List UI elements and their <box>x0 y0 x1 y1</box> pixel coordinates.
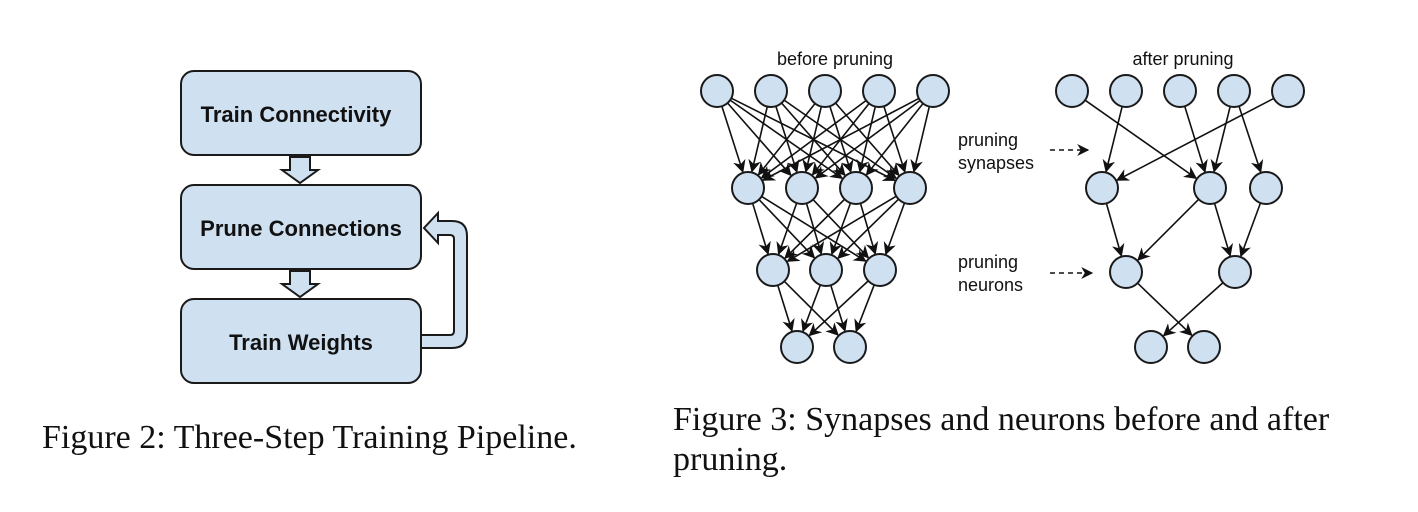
after-pruning-label: after pruning <box>1132 49 1233 69</box>
before-neuron-l1-2 <box>754 74 788 108</box>
step-train-connectivity-label: Train Connectivity <box>201 102 392 127</box>
before-neuron-l1-4 <box>862 74 896 108</box>
after-neuron-l1-5 <box>1271 74 1305 108</box>
pruning-synapses-text-1: pruning <box>958 130 1018 150</box>
after-neuron-l3-2 <box>1218 255 1252 289</box>
before-neuron-l1-5 <box>916 74 950 108</box>
before-synapse-l2-2-to-1 <box>776 202 798 256</box>
before-synapse-l1-1-to-1 <box>721 105 746 174</box>
before-neuron-l4-2 <box>833 330 867 364</box>
after-neuron-l1-4 <box>1217 74 1251 108</box>
before-neuron-l3-2 <box>809 253 843 287</box>
after-synapse-l2-2-to-1 <box>1137 198 1200 261</box>
before-synapse-l2-1-to-1 <box>751 203 771 255</box>
after-neuron-l1-1 <box>1055 74 1089 108</box>
after-synapse-l1-4-to-3 <box>1238 105 1264 174</box>
before-synapse-l3-1-to-1 <box>776 285 795 332</box>
after-synapse-l1-1-to-2 <box>1084 99 1198 179</box>
after-neuron-l2-1 <box>1085 171 1119 205</box>
before-synapse-l1-5-to-4 <box>910 106 931 173</box>
after-neuron-l4-1 <box>1134 330 1168 364</box>
flow-arrow-2 <box>278 270 322 299</box>
pruning-neurons-text-1: pruning <box>958 252 1018 272</box>
after-synapse-l3-1-to-2 <box>1136 282 1193 337</box>
step-prune-connections-box <box>180 184 422 270</box>
before-synapse-l1-3-to-1 <box>757 103 816 176</box>
step-train-weights-label: Train Weights <box>229 330 373 355</box>
before-synapse-l2-4-to-3 <box>883 202 906 256</box>
after-synapse-l2-1-to-1 <box>1105 203 1125 257</box>
before-synapse-l3-3-to-2 <box>854 284 875 333</box>
before-neuron-l2-2 <box>785 171 819 205</box>
before-neuron-l2-4 <box>893 171 927 205</box>
before-neuron-l1-1 <box>700 74 734 108</box>
after-synapse-l2-2-to-2 <box>1213 203 1233 257</box>
before-synapse-l1-5-to-2 <box>814 99 921 179</box>
after-synapse-l2-3-to-2 <box>1238 202 1262 258</box>
pruning-neurons-text-2: neurons <box>958 275 1023 295</box>
before-synapse-l1-4-to-1 <box>760 99 867 179</box>
before-neuron-l2-1 <box>731 171 765 205</box>
before-synapse-l2-1-to-2 <box>758 199 816 259</box>
before-synapse-l2-4-to-2 <box>837 198 900 260</box>
step-prune-connections-label: Prune Connections <box>200 216 402 241</box>
before-neuron-l2-3 <box>839 171 873 205</box>
after-synapse-l3-2-to-1 <box>1162 282 1224 337</box>
step-train-connectivity-box <box>180 70 422 156</box>
before-edges <box>721 97 931 337</box>
before-synapse-l2-3-to-1 <box>784 198 846 259</box>
after-synapse-l1-5-to-1 <box>1115 97 1275 181</box>
pruning-synapses-annotation: pruning synapses <box>958 130 1090 173</box>
pruning-synapses-text-2: synapses <box>958 153 1034 173</box>
before-synapse-l2-4-to-1 <box>786 195 897 262</box>
pruning-neurons-annotation: pruning neurons <box>958 252 1094 295</box>
loop-back-arrow <box>420 210 468 349</box>
training-pipeline: Train Connectivity Prune Connections Tra… <box>180 70 468 384</box>
after-neuron-l1-2 <box>1109 74 1143 108</box>
before-neuron-l3-1 <box>756 253 790 287</box>
before-synapse-l1-5-to-3 <box>865 103 924 176</box>
before-pruning-label: before pruning <box>777 49 893 69</box>
before-synapse-l3-2-to-1 <box>801 284 822 333</box>
after-nodes <box>1055 74 1305 364</box>
before-nodes <box>700 74 950 364</box>
after-neuron-l2-2 <box>1193 171 1227 205</box>
figure-2-caption: Figure 2: Three-Step Training Pipeline. <box>42 419 577 456</box>
after-neuron-l3-1 <box>1109 255 1143 289</box>
figure-3-caption: Figure 3: Synapses and neurons before an… <box>673 401 1330 478</box>
after-edges <box>1084 97 1275 337</box>
flow-arrow-1 <box>278 156 322 185</box>
before-synapse-l1-2-to-1 <box>748 106 769 173</box>
before-neuron-l4-1 <box>780 330 814 364</box>
network-before-pruning: before pruning <box>700 49 950 364</box>
after-neuron-l1-3 <box>1163 74 1197 108</box>
before-synapse-l3-3-to-1 <box>808 280 869 337</box>
before-neuron-l3-3 <box>863 253 897 287</box>
before-synapse-l1-5-to-1 <box>761 97 920 181</box>
after-neuron-l4-2 <box>1187 330 1221 364</box>
before-neuron-l1-3 <box>808 74 842 108</box>
after-neuron-l2-3 <box>1249 171 1283 205</box>
network-after-pruning: after pruning <box>1055 49 1305 364</box>
after-synapse-l1-4-to-2 <box>1210 106 1231 173</box>
after-synapse-l1-2-to-1 <box>1102 106 1123 173</box>
